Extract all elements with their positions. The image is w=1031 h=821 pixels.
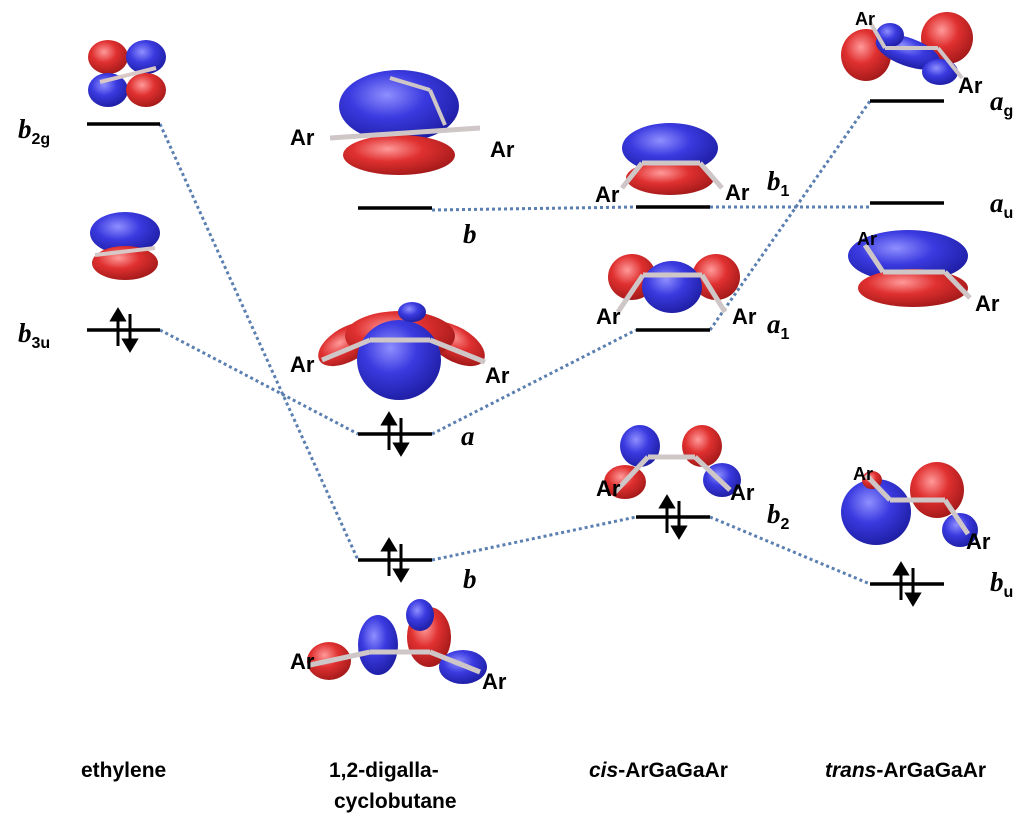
symmetry-label-b2: b2 xyxy=(767,499,790,533)
symmetry-label-ag: ag xyxy=(990,86,1013,120)
ar-label: Ar xyxy=(853,464,873,484)
ar-label: Ar xyxy=(596,304,621,329)
ar-label: Ar xyxy=(966,529,991,554)
ar-label: Ar xyxy=(290,649,315,674)
ar-label: Ar xyxy=(485,363,510,388)
orbital-cis-b2 xyxy=(604,425,741,499)
molecule-label-digalla-line2: cyclobutane xyxy=(334,790,457,813)
ar-label: Ar xyxy=(857,229,877,249)
ar-label: Ar xyxy=(975,291,1000,316)
substituent-labels: Ar Ar Ar Ar Ar Ar Ar Ar Ar Ar Ar Ar Ar A… xyxy=(290,9,1000,694)
correlation-b-to-b2 xyxy=(431,515,637,562)
symmetry-label-b3u: b3u xyxy=(18,318,50,352)
energy-levels xyxy=(87,99,944,586)
electron-pair-digalla-b xyxy=(380,537,410,583)
ar-label: Ar xyxy=(290,125,315,150)
molecule-label-trans: trans-ArGaGaAr xyxy=(825,759,986,782)
symmetry-label-b2g: b2g xyxy=(18,114,50,148)
correlation-b2-to-bu xyxy=(709,515,871,586)
electron-pair-trans-bu xyxy=(892,561,922,607)
symmetry-label-au: au xyxy=(990,188,1013,222)
ar-label: Ar xyxy=(732,304,757,329)
electron-pair-ethylene-b3u xyxy=(109,307,139,353)
orbital-digalla-b-upper xyxy=(329,70,481,175)
orbital-trans-au xyxy=(848,230,972,307)
molecule-label-digalla-line1: 1,2-digalla- xyxy=(329,759,439,782)
orbital-trans-bu xyxy=(841,462,978,547)
ar-label: Ar xyxy=(490,137,515,162)
symmetry-label-b1: b1 xyxy=(767,166,790,200)
correlation-a-to-a1 xyxy=(431,328,637,436)
orbital-cis-b1 xyxy=(620,123,724,195)
molecule-label-cis: cis-ArGaGaAr xyxy=(589,759,728,782)
ar-label: Ar xyxy=(290,352,315,377)
orbital-ethylene-b3u xyxy=(90,212,160,280)
symmetry-label-digalla-a: a xyxy=(461,421,475,451)
ar-label: Ar xyxy=(958,73,983,98)
electron-pair-digalla-a xyxy=(380,411,410,457)
ar-label: Ar xyxy=(730,480,755,505)
correlation-a1-to-ag xyxy=(708,100,872,331)
correlation-b-upper-to-b1 xyxy=(431,205,637,212)
correlation-lines xyxy=(158,100,872,586)
molecule-labels: ethylene 1,2-digalla- cyclobutane cis-Ar… xyxy=(81,759,986,813)
electron-pair-cis-b2 xyxy=(658,494,688,540)
correlation-b3u-to-a xyxy=(159,328,359,436)
ar-label: Ar xyxy=(725,180,750,205)
ar-label: Ar xyxy=(482,669,507,694)
orbital-cis-a1 xyxy=(608,254,740,314)
symmetry-label-digalla-b-lower: b xyxy=(463,564,477,594)
electron-pairs xyxy=(109,307,922,607)
ar-label: Ar xyxy=(596,476,621,501)
symmetry-label-a1: a1 xyxy=(767,309,790,343)
symmetry-label-bu: bu xyxy=(990,567,1013,601)
ar-label: Ar xyxy=(855,9,875,29)
orbital-digalla-b-lower xyxy=(307,599,487,684)
orbital-ethylene-b2g xyxy=(88,40,166,107)
orbital-digalla-a xyxy=(318,302,486,400)
orbital-trans-ag xyxy=(841,12,973,85)
symmetry-label-digalla-b-upper: b xyxy=(463,219,477,249)
correlation-b2g-to-b xyxy=(158,123,360,561)
ar-label: Ar xyxy=(595,182,620,207)
symmetry-labels: b2g b3u b a b b1 a1 b2 ag au bu xyxy=(18,86,1013,601)
molecule-label-ethylene: ethylene xyxy=(81,759,166,782)
